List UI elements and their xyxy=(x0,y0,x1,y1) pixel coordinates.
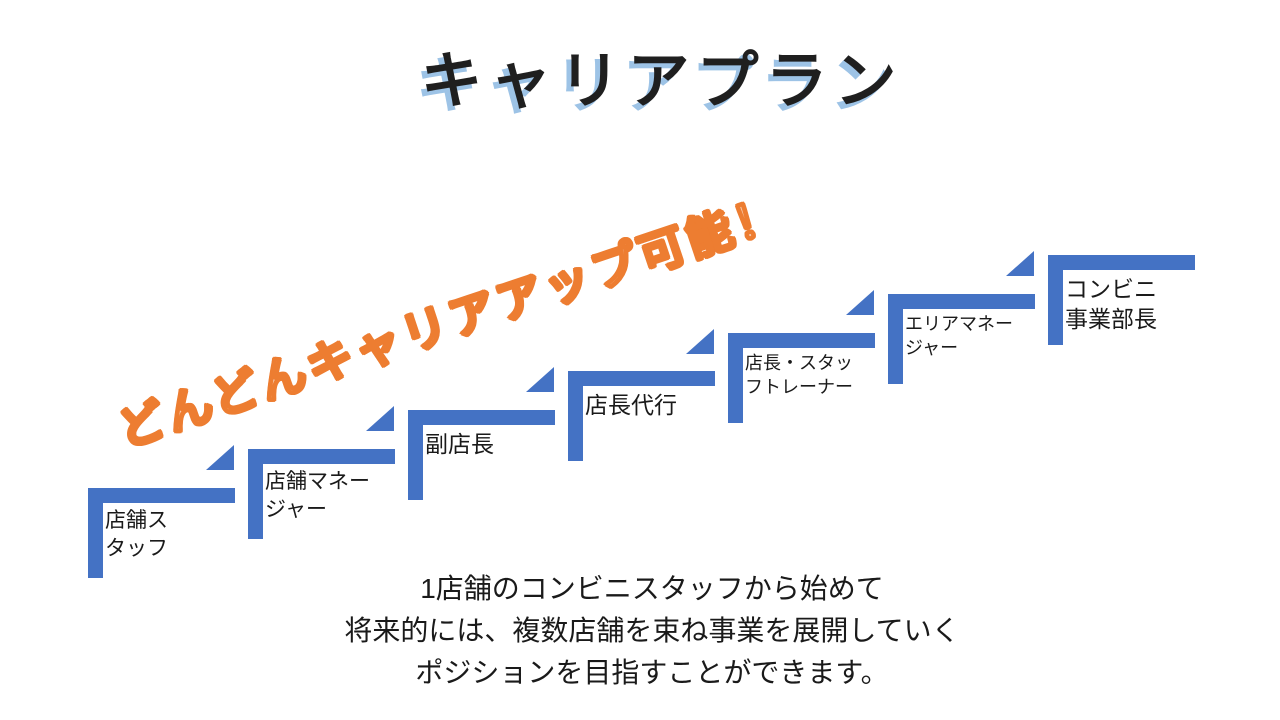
career-step-division-head: コンビニ 事業部長 xyxy=(1006,251,1195,345)
step-bar-horizontal xyxy=(568,371,715,386)
step-bar-horizontal xyxy=(888,294,1035,309)
step-label: 店長代行 xyxy=(585,392,677,418)
slide-title: キャリアプラン xyxy=(420,47,904,116)
step-label: 店長・スタッ フトレーナー xyxy=(745,353,853,397)
step-label: 店舗マネー ジャー xyxy=(265,470,370,521)
step-bar-vertical xyxy=(248,449,263,539)
slide-description: 1店舗のコンビニスタッフから始めて 将来的には、複数店舗を束ね事業を展開していく… xyxy=(24,568,1280,694)
step-label: コンビニ 事業部長 xyxy=(1065,276,1157,333)
step-bar-horizontal xyxy=(728,333,875,348)
step-up-arrow-icon xyxy=(846,290,874,315)
career-step-store-manager: 店舗マネー ジャー xyxy=(206,445,395,539)
step-up-arrow-icon xyxy=(206,445,234,470)
step-bar-vertical xyxy=(888,294,903,384)
step-up-arrow-icon xyxy=(366,406,394,431)
career-step-acting-manager: 店長代行 xyxy=(526,367,715,461)
step-up-arrow-icon xyxy=(1006,251,1034,276)
step-bar-horizontal xyxy=(408,410,555,425)
step-label: 副店長 xyxy=(425,431,494,457)
description-line: ポジションを目指すことができます。 xyxy=(415,657,889,688)
step-bar-horizontal xyxy=(248,449,395,464)
step-bar-vertical xyxy=(88,488,103,578)
description-line: 将来的には、複数店舗を束ね事業を展開していく xyxy=(344,615,960,646)
step-bar-vertical xyxy=(568,371,583,461)
description-line: 1店舗のコンビニスタッフから始めて xyxy=(420,573,884,604)
step-label: エリアマネー ジャー xyxy=(905,314,1013,358)
step-bar-vertical xyxy=(408,410,423,500)
step-up-arrow-icon xyxy=(686,329,714,354)
career-step-assistant-manager: 副店長 xyxy=(366,406,555,500)
step-bar-horizontal xyxy=(88,488,235,503)
career-step-store-staff: 店舗ス タッフ xyxy=(88,488,235,578)
step-up-arrow-icon xyxy=(526,367,554,392)
step-bar-horizontal xyxy=(1048,255,1195,270)
step-bar-vertical xyxy=(728,333,743,423)
career-step-manager-trainer: 店長・スタッ フトレーナー xyxy=(686,329,875,423)
step-bar-vertical xyxy=(1048,255,1063,345)
career-step-area-manager: エリアマネー ジャー xyxy=(846,290,1035,384)
step-label: 店舗ス タッフ xyxy=(105,509,168,560)
